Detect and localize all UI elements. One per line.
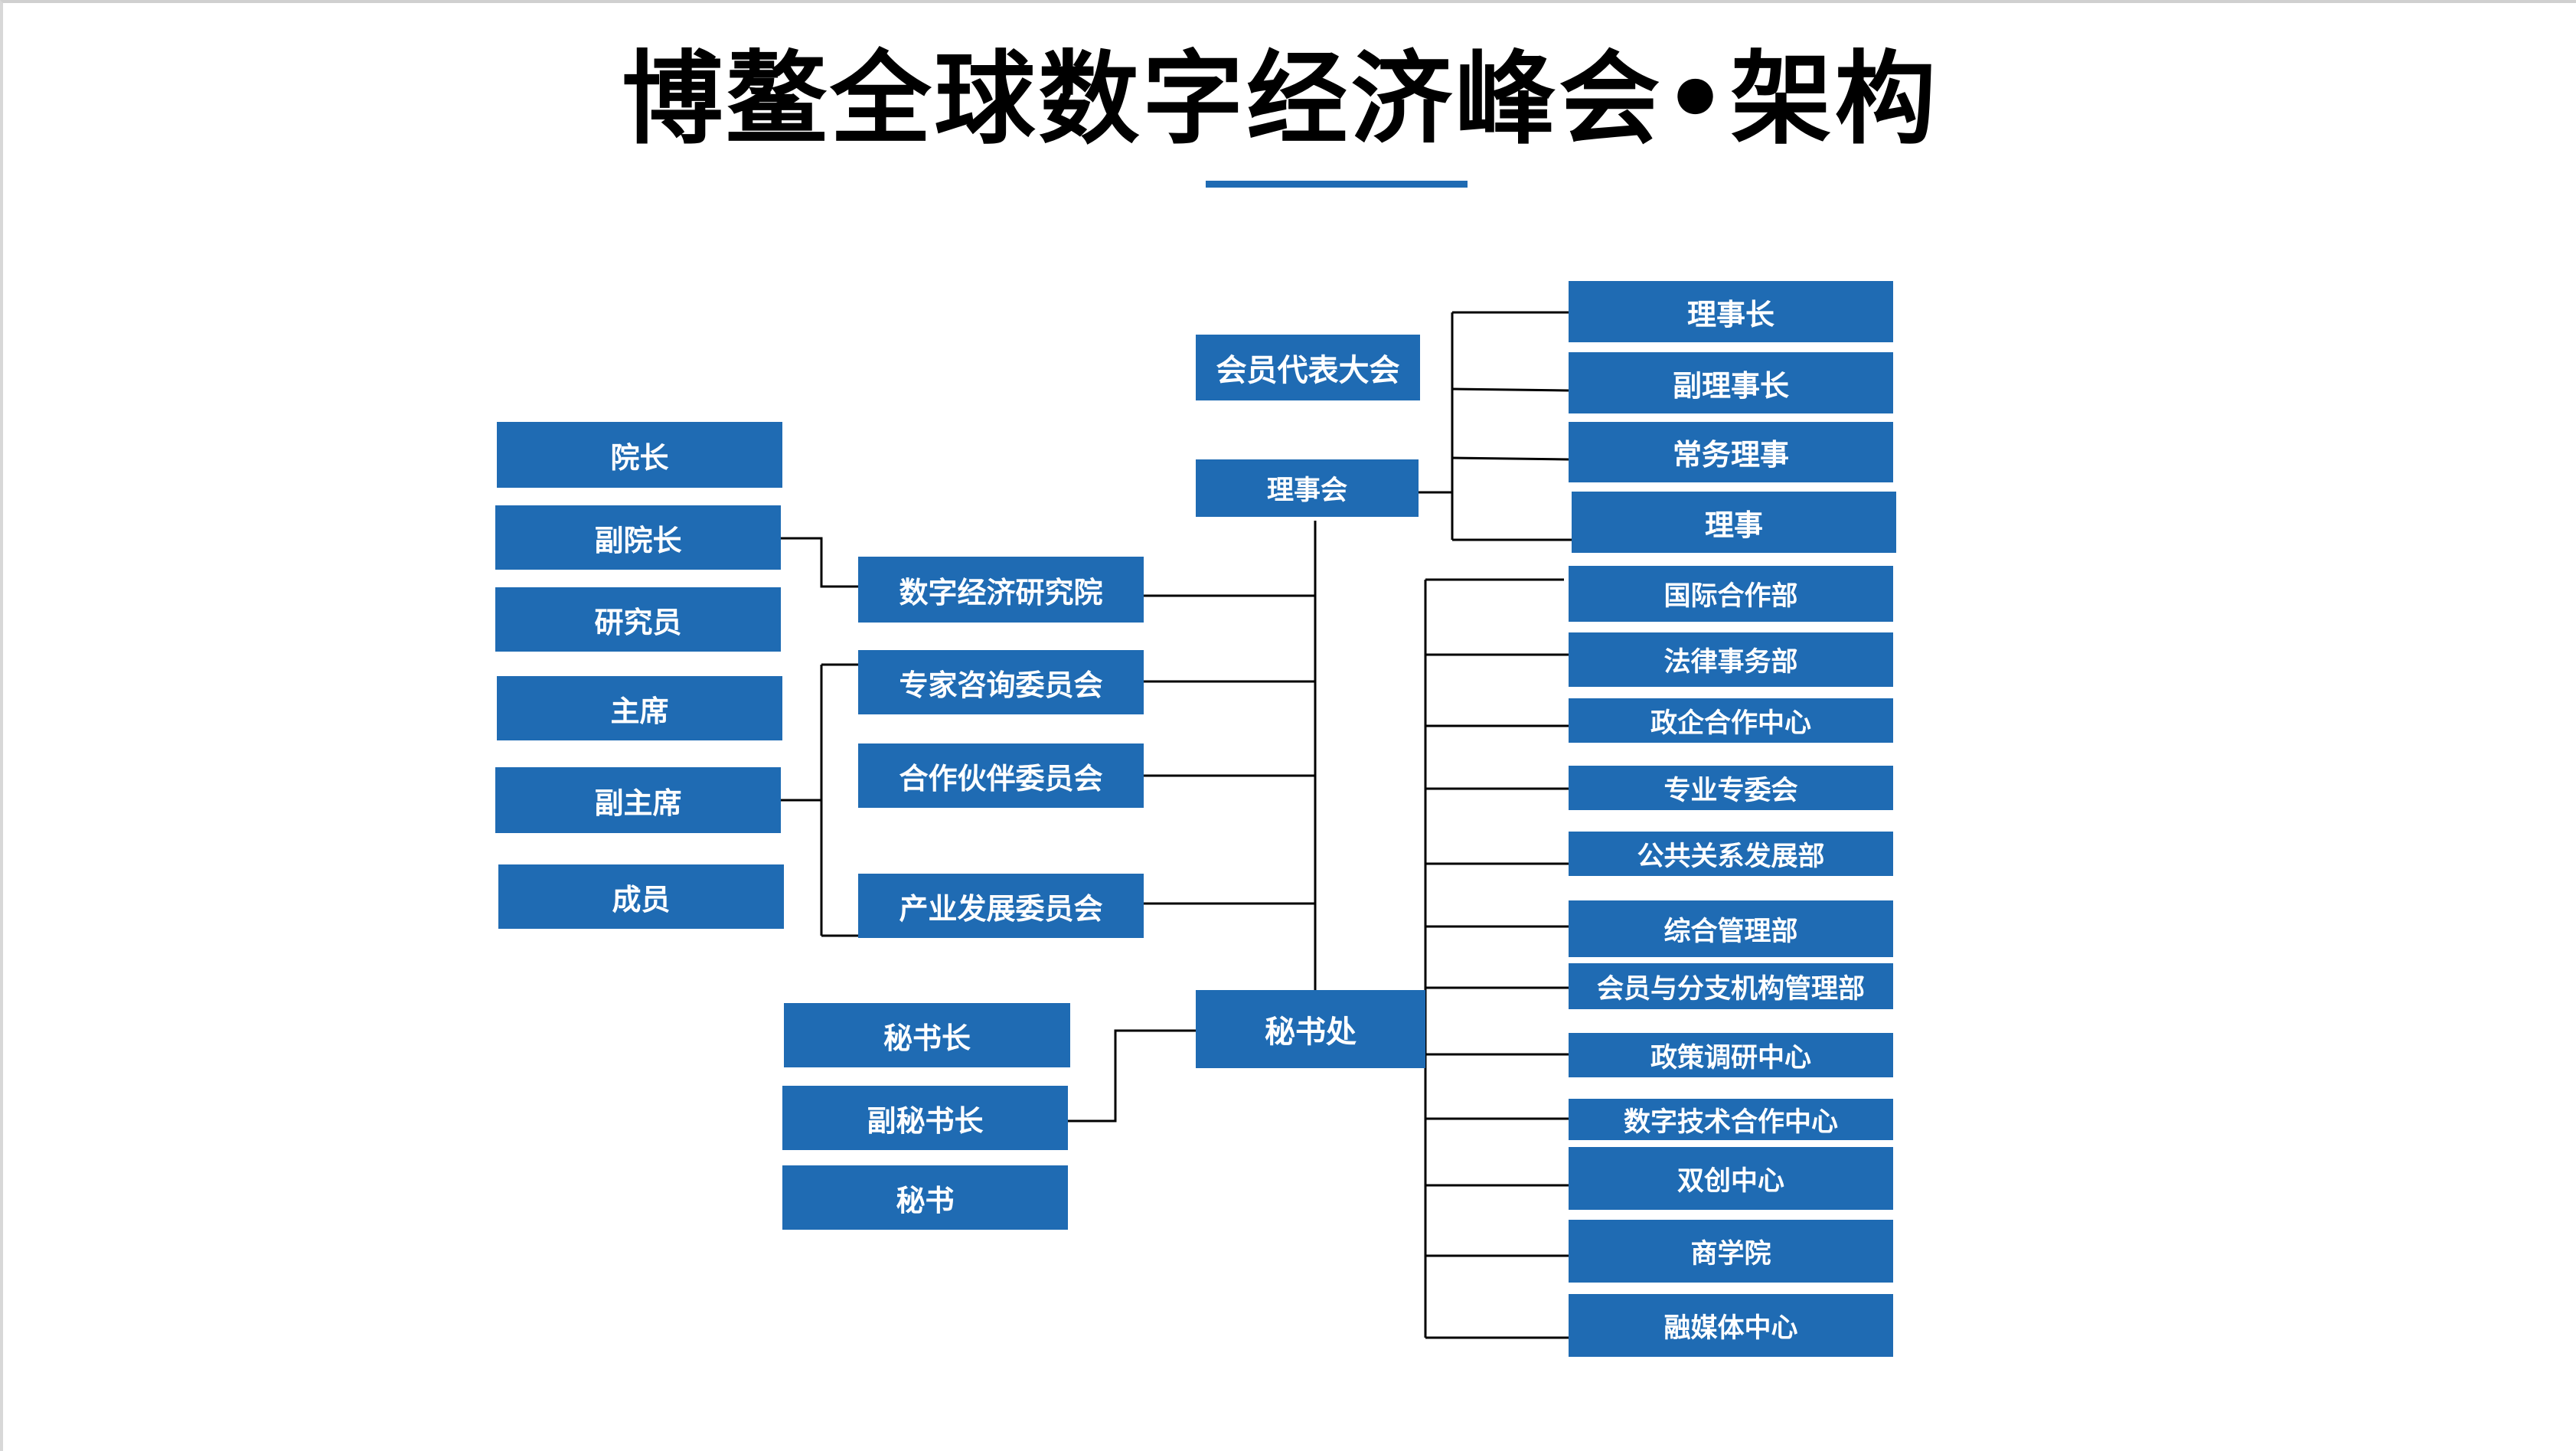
council-role-box: 理事长 [1569, 281, 1893, 342]
department-label: 会员与分支机构管理部 [1596, 973, 1865, 1005]
department-label: 综合管理部 [1663, 916, 1798, 947]
department-label: 法律事务部 [1663, 647, 1798, 678]
department-box: 公共关系发展部 [1569, 832, 1893, 876]
department-box: 法律事务部 [1569, 632, 1893, 687]
committee-box: 合作伙伴委员会 [858, 743, 1144, 808]
council-role-label: 理事 [1704, 508, 1763, 542]
department-box: 会员与分支机构管理部 [1569, 963, 1893, 1009]
department-box: 政企合作中心 [1569, 698, 1893, 743]
department-label: 政企合作中心 [1650, 708, 1811, 739]
institute-role-box: 研究员 [495, 587, 781, 652]
committee-role-box: 成员 [498, 864, 784, 929]
department-label: 专业专委会 [1663, 775, 1798, 806]
secretariat-role-label: 副秘书长 [867, 1103, 984, 1138]
committee-label: 数字经济研究院 [899, 575, 1103, 609]
committee-role-label: 主席 [610, 694, 669, 728]
council-box: 理事会 [1196, 459, 1419, 517]
department-label: 融媒体中心 [1663, 1312, 1798, 1344]
committee-role-box: 主席 [497, 676, 782, 740]
council-role-label: 理事长 [1686, 297, 1774, 332]
council-role-box: 常务理事 [1569, 422, 1893, 482]
secretariat-label: 秘书处 [1265, 1015, 1357, 1050]
institute-role-label: 副院长 [594, 523, 682, 557]
department-label: 公共关系发展部 [1637, 841, 1825, 872]
council-role-box: 副理事长 [1569, 352, 1893, 413]
department-label: 数字技术合作中心 [1623, 1106, 1838, 1138]
committee-role-label: 成员 [612, 882, 671, 917]
committee-box: 专家咨询委员会 [858, 650, 1144, 714]
council-role-label: 副理事长 [1672, 368, 1789, 403]
council-role-box: 理事 [1572, 492, 1896, 553]
department-box: 政策调研中心 [1569, 1033, 1893, 1077]
department-box: 商学院 [1569, 1220, 1893, 1283]
assembly-box: 会员代表大会 [1196, 335, 1420, 400]
department-box: 国际合作部 [1569, 566, 1893, 622]
committee-box: 产业发展委员会 [858, 874, 1144, 938]
department-label: 双创中心 [1677, 1165, 1784, 1197]
secretariat-role-label: 秘书长 [883, 1021, 971, 1055]
department-box: 数字技术合作中心 [1569, 1099, 1893, 1140]
secretariat-role-label: 秘书 [896, 1183, 955, 1217]
department-box: 专业专委会 [1569, 766, 1893, 810]
committee-box: 数字经济研究院 [858, 557, 1144, 623]
council-label: 理事会 [1266, 475, 1347, 506]
council-role-label: 常务理事 [1672, 438, 1789, 472]
committee-label: 合作伙伴委员会 [899, 761, 1103, 796]
institute-role-box: 院长 [497, 422, 782, 488]
secretariat-role-box: 秘书 [782, 1165, 1068, 1230]
secretariat-role-box: 副秘书长 [782, 1086, 1068, 1150]
department-box: 融媒体中心 [1569, 1294, 1893, 1357]
committee-role-label: 副主席 [594, 786, 682, 820]
committee-label: 专家咨询委员会 [899, 668, 1103, 702]
institute-role-label: 研究员 [594, 605, 682, 639]
assembly-label: 会员代表大会 [1216, 353, 1400, 388]
department-box: 双创中心 [1569, 1147, 1893, 1210]
institute-role-box: 副院长 [495, 505, 781, 570]
secretariat-role-box: 秘书长 [784, 1003, 1070, 1067]
department-box: 综合管理部 [1569, 900, 1893, 957]
title-underline [1206, 181, 1468, 188]
committee-label: 产业发展委员会 [899, 891, 1103, 926]
department-label: 政策调研中心 [1650, 1042, 1811, 1074]
committee-role-box: 副主席 [495, 767, 781, 833]
department-label: 国际合作部 [1663, 581, 1798, 612]
institute-role-label: 院长 [610, 440, 669, 475]
department-label: 商学院 [1690, 1238, 1771, 1270]
secretariat-box: 秘书处 [1196, 990, 1425, 1068]
page-title: 博鳌全球数字经济峰会•架构 [622, 41, 1939, 158]
